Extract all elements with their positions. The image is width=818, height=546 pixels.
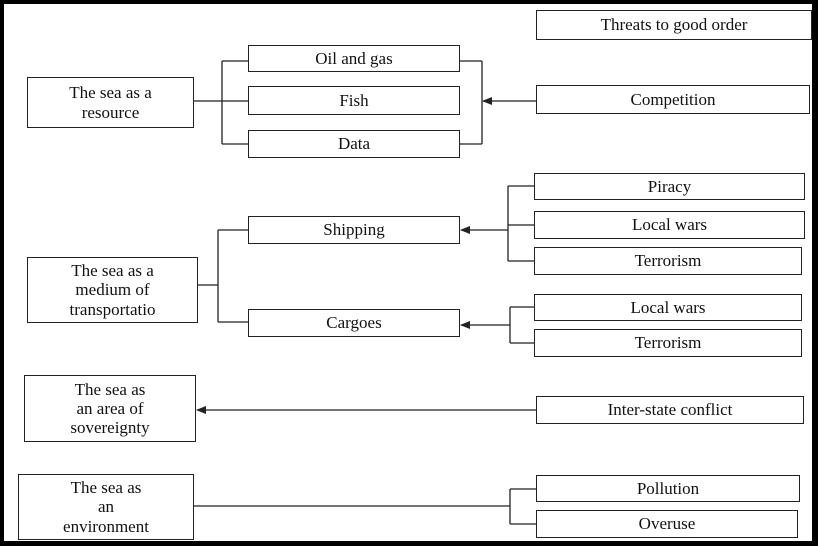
category-transportation-box: The sea as a medium of transportatio <box>27 257 198 323</box>
category-transportation-label: The sea as a medium of transportatio <box>69 261 156 319</box>
item-fish-box: Fish <box>248 86 460 115</box>
category-environment-label: The sea as an environment <box>63 478 149 536</box>
category-environment-box: The sea as an environment <box>18 474 194 540</box>
threat-inter-state-label: Inter-state conflict <box>607 400 733 420</box>
threat-piracy-box: Piracy <box>534 173 805 200</box>
category-resource-label: The sea as a resource <box>69 83 152 122</box>
threat-inter-state-box: Inter-state conflict <box>536 396 804 424</box>
threat-terrorism-cargoes-label: Terrorism <box>634 333 702 353</box>
threats-title: Threats to good order <box>600 15 748 35</box>
item-cargoes-box: Cargoes <box>248 309 460 337</box>
diagram-canvas: Threats to good order The sea as a resou… <box>4 4 812 541</box>
threat-local-wars-cargoes-box: Local wars <box>534 294 802 321</box>
threat-overuse-label: Overuse <box>638 514 696 534</box>
category-sovereignty-label: The sea as an area of sovereignty <box>70 379 150 438</box>
threats-title-box: Threats to good order <box>536 10 812 40</box>
threat-local-wars-cargoes-label: Local wars <box>630 297 706 317</box>
threat-competition-label: Competition <box>630 89 716 109</box>
category-resource-box: The sea as a resource <box>27 77 194 128</box>
item-shipping-label: Shipping <box>323 220 385 240</box>
threat-local-wars-shipping-box: Local wars <box>534 211 805 239</box>
item-oil-gas-box: Oil and gas <box>248 45 460 72</box>
connector-lines <box>194 60 536 525</box>
item-cargoes-label: Cargoes <box>326 313 382 333</box>
category-sovereignty-box: The sea as an area of sovereignty <box>24 375 196 442</box>
item-data-label: Data <box>337 134 371 154</box>
threat-terrorism-cargoes-box: Terrorism <box>534 329 802 357</box>
item-fish-label: Fish <box>339 90 369 110</box>
threat-terrorism-shipping-label: Terrorism <box>634 251 702 271</box>
threat-terrorism-shipping-box: Terrorism <box>534 247 802 275</box>
item-shipping-box: Shipping <box>248 216 460 244</box>
threat-overuse-box: Overuse <box>536 510 798 538</box>
threat-pollution-box: Pollution <box>536 475 800 502</box>
threat-piracy-label: Piracy <box>647 176 692 196</box>
item-oil-gas-label: Oil and gas <box>315 48 393 68</box>
threat-pollution-label: Pollution <box>636 478 700 498</box>
threat-competition-box: Competition <box>536 85 810 114</box>
threat-local-wars-shipping-label: Local wars <box>631 215 708 235</box>
item-data-box: Data <box>248 130 460 158</box>
